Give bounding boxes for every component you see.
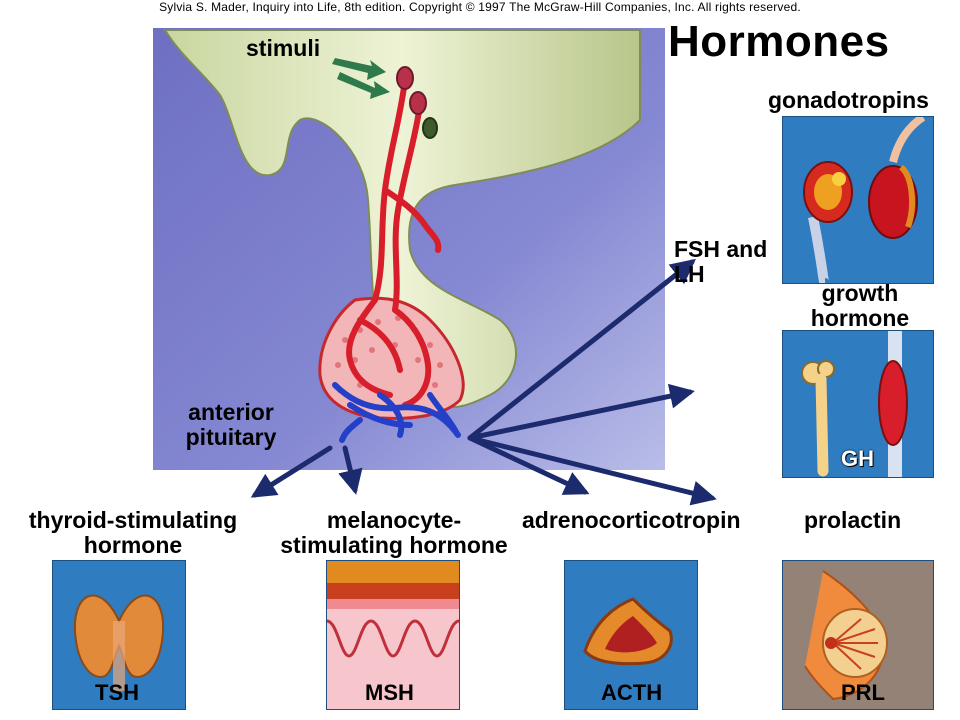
growth-hormone-label: growth hormone bbox=[810, 280, 910, 331]
acth-tag: ACTH bbox=[601, 680, 663, 705]
testis-icon bbox=[868, 165, 918, 239]
anterior-pituitary-label: anterior pituitary bbox=[185, 399, 277, 450]
page-title: Hormones bbox=[668, 17, 890, 66]
gonadotropins-panel bbox=[782, 116, 934, 284]
gh-tag: GH bbox=[841, 446, 874, 471]
msh-tag: MSH bbox=[365, 680, 414, 705]
bone-icon bbox=[815, 373, 829, 477]
arrow-growth-hormone bbox=[467, 383, 695, 441]
msh-label: melanocyte- stimulating hormone bbox=[280, 507, 508, 558]
arrow-fsh-lh bbox=[467, 258, 696, 441]
skin-image bbox=[327, 561, 459, 709]
gonads-image bbox=[783, 117, 933, 283]
arrow-msh bbox=[338, 445, 363, 495]
prolactin-label: prolactin bbox=[804, 507, 902, 533]
veins-blue bbox=[332, 382, 461, 443]
bone-muscle-image bbox=[783, 331, 933, 477]
neuron-cells bbox=[396, 66, 438, 139]
skin-layer-icon bbox=[327, 619, 459, 658]
arrow-acth bbox=[467, 435, 590, 495]
arrow-tsh bbox=[250, 445, 333, 498]
stimuli-label: stimuli bbox=[246, 35, 321, 61]
stimuli-arrows bbox=[332, 58, 390, 99]
msh-panel: MSH bbox=[326, 560, 460, 710]
thyroid-image bbox=[53, 561, 185, 709]
arrow-prolactin bbox=[467, 435, 717, 506]
acth-label: adrenocorticotropin bbox=[522, 507, 741, 533]
prl-tag: PRL bbox=[841, 680, 885, 705]
tsh-tag: TSH bbox=[95, 680, 139, 705]
portal-vessels-red bbox=[346, 77, 442, 408]
hormone-arrows bbox=[250, 258, 717, 506]
fsh-lh-label: FSH and LH bbox=[674, 236, 768, 287]
pituitary-cell-texture bbox=[335, 315, 443, 393]
prl-panel: PRL bbox=[782, 560, 934, 710]
adrenal-image bbox=[565, 561, 697, 709]
gonadotropins-label: gonadotropins bbox=[768, 87, 929, 113]
tsh-label: thyroid-stimulating hormone bbox=[28, 507, 238, 558]
acth-panel: ACTH bbox=[564, 560, 698, 710]
muscle-icon bbox=[878, 360, 908, 446]
tsh-panel: TSH bbox=[52, 560, 186, 710]
mammary-image bbox=[783, 561, 933, 709]
growth-hormone-panel: GH bbox=[782, 330, 934, 478]
copyright-notice: Sylvia S. Mader, Inquiry into Life, 8th … bbox=[159, 0, 801, 14]
